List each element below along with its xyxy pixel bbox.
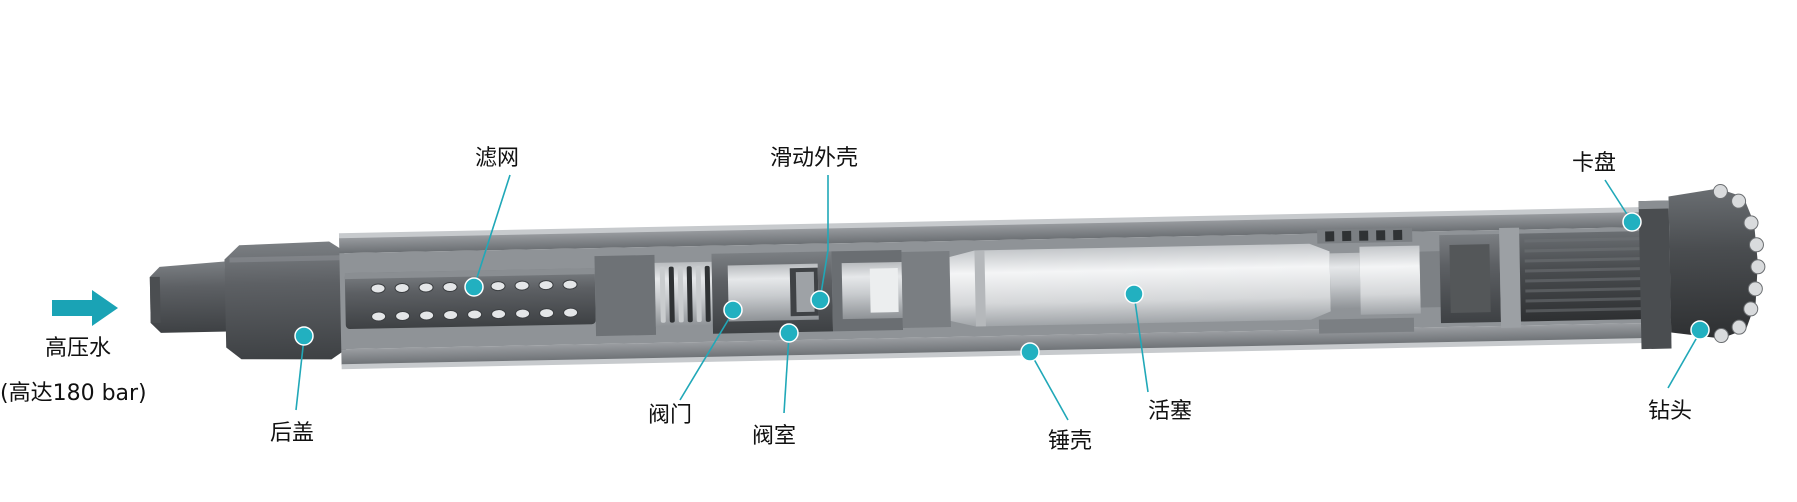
dot-back-cover xyxy=(294,326,314,346)
valve-ring xyxy=(677,266,684,323)
label-chuck: 卡盘 xyxy=(1572,151,1616,176)
label-input-line1: 高压水 xyxy=(45,336,111,361)
ring-tooth xyxy=(1325,231,1335,242)
leader-valve xyxy=(679,311,734,401)
back-cover-body xyxy=(224,241,347,360)
label-sliding-shell: 滑动外壳 xyxy=(770,146,858,171)
bit-shank xyxy=(1439,227,1671,328)
filter-hole xyxy=(370,283,386,294)
filter-hole xyxy=(442,282,458,293)
bit-retaining-rings xyxy=(1317,227,1415,334)
spline-line xyxy=(1524,246,1665,253)
ring-tooth xyxy=(1359,230,1369,241)
spline-line xyxy=(1524,266,1665,273)
filter-hole xyxy=(371,311,387,322)
spline-line xyxy=(1524,236,1665,243)
leader-drill-bit xyxy=(1667,331,1701,389)
carbide-button xyxy=(1731,193,1747,209)
valve-ring xyxy=(659,266,666,323)
label-hammer-shell: 锤壳 xyxy=(1048,429,1092,454)
label-valve: 阀门 xyxy=(648,403,692,428)
ring-tooth xyxy=(1393,229,1403,241)
label-back-cover: 后盖 xyxy=(270,421,314,446)
spline-line xyxy=(1525,296,1666,303)
spline-line xyxy=(1525,286,1666,293)
dot-filter xyxy=(464,277,484,297)
drill-bit-head xyxy=(1668,184,1766,344)
filter-hole xyxy=(515,308,531,319)
dot-piston xyxy=(1124,284,1144,304)
dot-chuck xyxy=(1622,212,1642,232)
leader-hammer-shell xyxy=(1029,351,1069,421)
label-drill-bit: 钻头 xyxy=(1648,399,1692,424)
leader-filter xyxy=(473,174,511,288)
label-valve-chamber: 阀室 xyxy=(752,424,796,449)
bit-splines xyxy=(1524,236,1666,313)
dot-hammer-shell xyxy=(1020,342,1040,362)
valve-ring xyxy=(704,265,711,322)
leader-back-cover xyxy=(295,337,305,411)
filter-hole xyxy=(395,310,411,321)
chuck-collar xyxy=(1638,200,1672,350)
valve-chamber xyxy=(831,249,904,332)
filter-hole xyxy=(491,309,507,320)
filter-hole xyxy=(394,282,410,293)
dot-valve xyxy=(723,300,743,320)
ring-tooth xyxy=(1342,230,1352,242)
label-input-line2: (高达180 bar) xyxy=(0,381,147,406)
hammer-assembly xyxy=(149,184,1766,370)
filter-hole xyxy=(539,308,555,319)
valve-ring xyxy=(686,266,693,323)
filter-hole xyxy=(514,280,530,291)
filter-hole xyxy=(562,279,578,290)
filter-hole xyxy=(538,280,554,291)
carbide-button xyxy=(1712,184,1728,200)
filter-hole xyxy=(563,307,579,318)
carbide-button xyxy=(1713,328,1729,344)
carbide-button xyxy=(1743,301,1759,317)
dot-sliding-shell xyxy=(810,290,830,310)
spline-line xyxy=(1525,306,1666,313)
ring-teeth xyxy=(1325,229,1403,242)
label-filter: 滤网 xyxy=(475,146,519,171)
valve-assembly xyxy=(654,251,834,334)
dot-drill-bit xyxy=(1690,320,1710,340)
spline-line xyxy=(1525,276,1666,283)
dot-valve-chamber xyxy=(779,323,799,343)
bit-carbide-buttons xyxy=(1712,184,1766,344)
ring-tooth xyxy=(1376,230,1386,241)
piston-body xyxy=(901,243,1441,328)
carbide-button xyxy=(1743,215,1759,231)
carbide-button xyxy=(1731,319,1747,335)
carbide-button xyxy=(1748,237,1764,253)
leader-piston xyxy=(1133,293,1149,393)
leader-sliding-shell xyxy=(819,175,829,301)
filter-hole xyxy=(443,310,459,321)
callout-dots xyxy=(294,212,1710,362)
filter-hole xyxy=(418,282,434,293)
filter-hole xyxy=(467,309,483,320)
filter-hole xyxy=(419,310,435,321)
spline-line xyxy=(1524,256,1665,263)
valve-ring xyxy=(668,266,675,323)
carbide-button xyxy=(1747,281,1763,297)
back-head-shank xyxy=(149,261,229,333)
valve-ring xyxy=(695,266,702,323)
water-inflow-arrow xyxy=(52,290,118,326)
labels: 滤网 滑动外壳 卡盘 高压水 (高达180 bar) 后盖 阀门 阀室 锤壳 活… xyxy=(0,146,1692,454)
filter-tube xyxy=(344,268,596,330)
inner-sleeve xyxy=(594,254,657,337)
label-piston: 活塞 xyxy=(1148,399,1192,424)
filter-hole xyxy=(490,281,506,292)
carbide-button xyxy=(1750,259,1766,275)
leader-valve-chamber xyxy=(783,334,790,414)
